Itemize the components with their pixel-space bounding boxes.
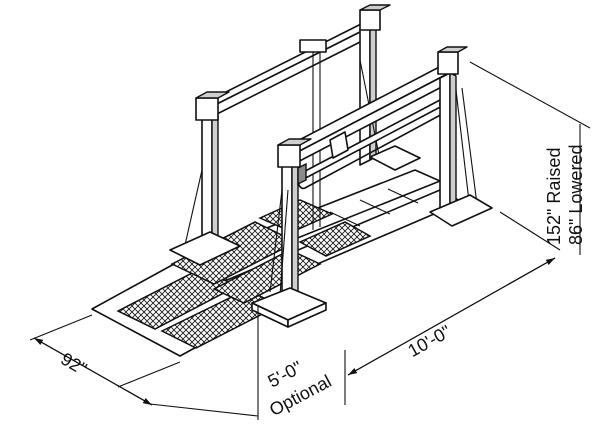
length-label: 10'-0" [405, 321, 455, 361]
dimension-length [347, 211, 561, 376]
dimension-height [469, 61, 591, 255]
dimension-width [29, 314, 181, 406]
raised-label: 152" Raised [544, 148, 564, 245]
lowered-label: 86" Lowered [566, 145, 586, 245]
width-label: 92" [57, 349, 90, 380]
front-frame [251, 46, 493, 328]
dimension-optional [149, 305, 346, 420]
rear-frame [169, 4, 421, 266]
